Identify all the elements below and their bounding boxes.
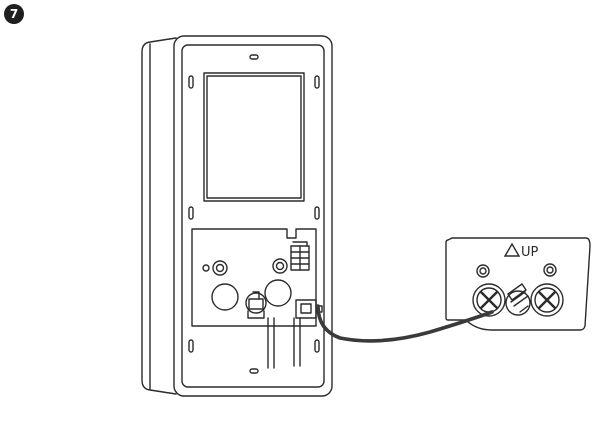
latch-slot-icon <box>188 54 320 374</box>
terminal-plate <box>445 237 591 331</box>
monitor-back-housing <box>141 35 333 397</box>
connecting-cable <box>316 304 494 343</box>
up-label: UP <box>521 245 539 260</box>
up-triangle-icon <box>503 242 521 257</box>
up-label-group: UP <box>503 242 539 260</box>
screen-recess <box>203 72 305 202</box>
step-number-badge: 7 <box>4 4 24 24</box>
screw-icon <box>472 283 564 317</box>
terminal-area <box>191 228 317 327</box>
pin-header <box>290 241 310 271</box>
wire-leads <box>267 317 301 369</box>
connector-plug-icon <box>505 283 531 316</box>
